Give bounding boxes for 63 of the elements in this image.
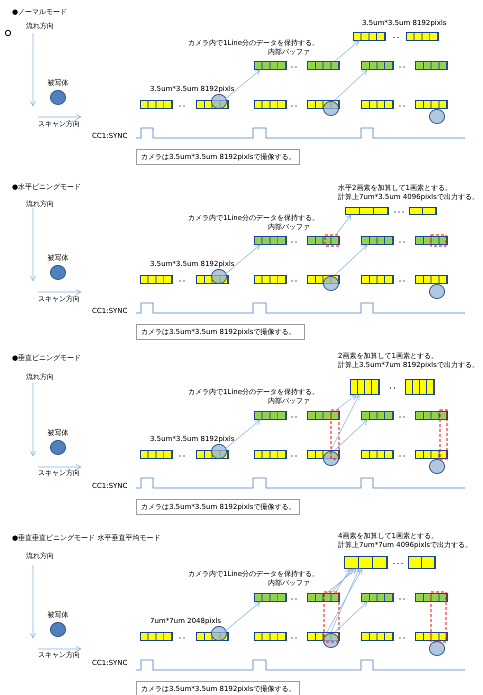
pixel-group — [254, 450, 287, 459]
pixel-group — [345, 207, 389, 215]
pixel-group — [361, 61, 394, 70]
pixel-group — [361, 411, 394, 420]
pixel-group — [415, 100, 448, 109]
object-circle — [429, 284, 445, 298]
pixel-group — [408, 556, 436, 569]
pixel-group — [361, 632, 394, 641]
arrow — [334, 40, 360, 62]
pixel-group — [344, 556, 388, 569]
arrow — [224, 70, 260, 100]
arrow — [330, 568, 354, 594]
pixel-group — [254, 61, 287, 70]
pixel-group — [409, 207, 437, 215]
pixel-group — [353, 32, 386, 41]
object-circle — [429, 108, 445, 124]
pixel-group — [361, 236, 394, 245]
pixel-group — [415, 593, 448, 602]
pixel-group — [406, 32, 439, 41]
pixel-group — [140, 100, 173, 109]
pixel-group — [254, 593, 287, 602]
arrow — [334, 602, 368, 632]
pixel-group — [307, 236, 340, 245]
object-circle — [211, 444, 227, 458]
pixel-group — [307, 593, 340, 602]
object-circle — [429, 458, 445, 474]
pixel-group — [140, 450, 173, 459]
pixel-group — [415, 411, 448, 420]
pixel-group — [254, 236, 287, 245]
arrow — [330, 394, 360, 450]
arrow — [334, 214, 352, 236]
pixel-group — [307, 61, 340, 70]
pixel-group — [254, 100, 287, 109]
object-circle — [429, 640, 445, 656]
pixel-group — [415, 632, 448, 641]
arrow — [334, 420, 368, 450]
pixel-group — [307, 411, 340, 420]
object-circle — [211, 626, 227, 640]
pixel-group — [254, 411, 287, 420]
arrow — [224, 602, 260, 632]
object-circle — [211, 94, 227, 108]
pixel-group — [254, 632, 287, 641]
arrow — [334, 244, 368, 276]
pixel-group — [361, 593, 394, 602]
arrow — [334, 70, 368, 100]
arrow — [334, 568, 350, 594]
arrow — [224, 244, 260, 276]
pixel-group — [254, 275, 287, 284]
pixel-group — [415, 61, 448, 70]
arrow — [334, 394, 356, 412]
pixel-group — [415, 275, 448, 284]
pixel-group — [140, 275, 173, 284]
object-circle — [211, 268, 227, 284]
pixel-group — [361, 275, 394, 284]
pixel-group — [140, 632, 173, 641]
pixel-group — [361, 450, 394, 459]
pixel-group — [361, 100, 394, 109]
pixel-group — [415, 236, 448, 245]
arrow — [224, 420, 260, 450]
pixel-group — [350, 379, 380, 395]
pixel-group — [415, 450, 448, 459]
arrow — [326, 568, 356, 594]
pixel-group — [405, 379, 435, 395]
